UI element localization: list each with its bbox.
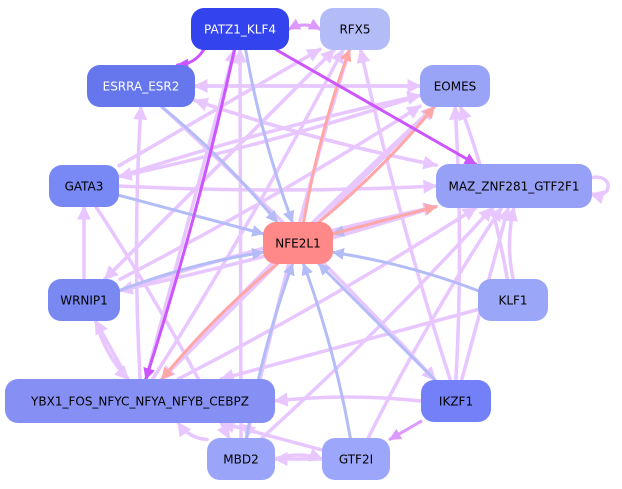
edge-patz1_klf4-to-maz_znf281_gtf2f1 <box>275 48 478 166</box>
node-box <box>320 8 390 50</box>
node-box <box>436 164 592 208</box>
edge-gtf2i-to-maz_znf281_gtf2f1 <box>366 206 504 440</box>
node-patz1-klf4[interactable]: PATZ1_KLF4 <box>191 8 289 50</box>
node-box <box>5 379 275 423</box>
edge-nfe2l1-to-rfx5 <box>302 48 352 224</box>
node-ybx1-fos-nfyc-nfya-nfyb-cebpz[interactable]: YBX1_FOS_NFYC_NFYA_NFYB_CEBPZ <box>5 379 275 423</box>
node-box <box>49 165 119 207</box>
edge-ikzf1-to-gtf2i <box>388 419 423 441</box>
edge-ybx1_fos_nfyc_nfya_nfyb_cebpz-to-esrra_esr2 <box>133 105 148 381</box>
edge-maz_znf281_gtf2f1-to-esrra_esr2 <box>193 97 438 167</box>
edge-gata3-to-nfe2l1 <box>117 193 265 237</box>
edge-patz1_klf4-to-ybx1_fos_nfyc_nfya_nfyb_cebpz <box>143 48 236 381</box>
node-box <box>420 65 490 107</box>
edge-gata3-to-maz_znf281_gtf2f1 <box>117 179 438 194</box>
edge-wrnip1-to-nfe2l1 <box>118 248 265 292</box>
edge-mbd2-to-ybx1_fos_nfyc_nfya_nfyb_cebpz <box>176 421 209 442</box>
edge-gtf2i-to-nfe2l1 <box>301 262 352 440</box>
node-gtf2i[interactable]: GTF2I <box>322 438 390 480</box>
edge-rfx5-to-wrnip1 <box>103 48 336 281</box>
edge-patz1_klf4-to-esrra_esr2 <box>176 48 205 71</box>
node-wrnip1[interactable]: WRNIP1 <box>48 279 120 321</box>
edge-klf1-to-nfe2l1 <box>331 248 480 293</box>
node-label: NFE2L1 <box>275 237 320 251</box>
node-klf1[interactable]: KLF1 <box>478 279 548 321</box>
edge-mbd2-to-gtf2i <box>273 448 324 462</box>
node-label: PATZ1_KLF4 <box>204 23 276 37</box>
edge-ybx1_fos_nfyc_nfya_nfyb_cebpz-to-maz_znf281_gtf2f1 <box>176 206 478 381</box>
node-box <box>421 380 491 422</box>
node-label: EOMES <box>434 80 477 94</box>
edge-ybx1_fos_nfyc_nfya_nfyb_cebpz-to-wrnip1 <box>93 319 130 381</box>
edge-gata3-to-eomes <box>117 91 422 179</box>
edge-eomes-to-gata3 <box>117 93 422 181</box>
edge-wrnip1-to-eomes <box>118 104 422 281</box>
node-label: IKZF1 <box>439 395 473 409</box>
node-label: YBX1_FOS_NFYC_NFYA_NFYB_CEBPZ <box>30 395 249 409</box>
node-label: GTF2I <box>339 453 373 467</box>
edge-klf1-to-maz_znf281_gtf2f1 <box>504 206 518 281</box>
node-ikzf1[interactable]: IKZF1 <box>421 380 491 422</box>
node-label: MBD2 <box>223 453 258 467</box>
edge-nfe2l1-to-eomes <box>317 105 436 224</box>
edge-maz_znf281_gtf2f1-to-maz_znf281_gtf2f1 <box>588 175 610 204</box>
node-mbd2[interactable]: MBD2 <box>207 438 275 480</box>
node-gata3[interactable]: GATA3 <box>49 165 119 207</box>
edge-patz1_klf4-to-nfe2l1 <box>244 48 295 224</box>
node-label: ESRRA_ESR2 <box>103 80 180 94</box>
edge-gtf2i-to-ybx1_fos_nfyc_nfya_nfyb_cebpz <box>220 419 324 452</box>
edge-klf1-to-ybx1_fos_nfyc_nfya_nfyb_cebpz <box>219 307 480 383</box>
node-eomes[interactable]: EOMES <box>420 65 490 107</box>
node-nfe2l1[interactable]: NFE2L1 <box>263 222 333 264</box>
node-box <box>207 438 275 480</box>
edge-nfe2l1-to-ybx1_fos_nfyc_nfya_nfyb_cebpz <box>160 262 279 381</box>
node-label: RFX5 <box>339 23 370 37</box>
node-maz-znf281-gtf2f1[interactable]: MAZ_ZNF281_GTF2F1 <box>436 164 592 208</box>
edge-esrra_esr2-to-maz_znf281_gtf2f1 <box>193 98 438 170</box>
node-label: MAZ_ZNF281_GTF2F1 <box>448 180 579 194</box>
node-box <box>48 279 120 321</box>
node-box <box>87 65 195 107</box>
node-esrra-esr2[interactable]: ESRRA_ESR2 <box>87 65 195 107</box>
node-rfx5[interactable]: RFX5 <box>320 8 390 50</box>
edge-esrra_esr2-to-nfe2l1 <box>160 105 279 224</box>
node-box <box>191 8 289 50</box>
node-label: WRNIP1 <box>60 294 108 308</box>
edge-ikzf1-to-nfe2l1 <box>317 262 437 382</box>
node-box <box>322 438 390 480</box>
edge-rfx5-to-patz1_klf4 <box>287 18 322 31</box>
edge-nfe2l1-to-maz_znf281_gtf2f1 <box>331 203 438 236</box>
edge-ybx1_fos_nfyc_nfya_nfyb_cebpz-to-rfx5 <box>150 48 345 381</box>
node-box <box>478 279 548 321</box>
node-label: KLF1 <box>498 294 527 308</box>
node-box <box>263 222 333 264</box>
edge-ikzf1-to-ybx1_fos_nfyc_nfya_nfyb_cebpz <box>273 392 423 407</box>
node-label: GATA3 <box>65 180 104 194</box>
